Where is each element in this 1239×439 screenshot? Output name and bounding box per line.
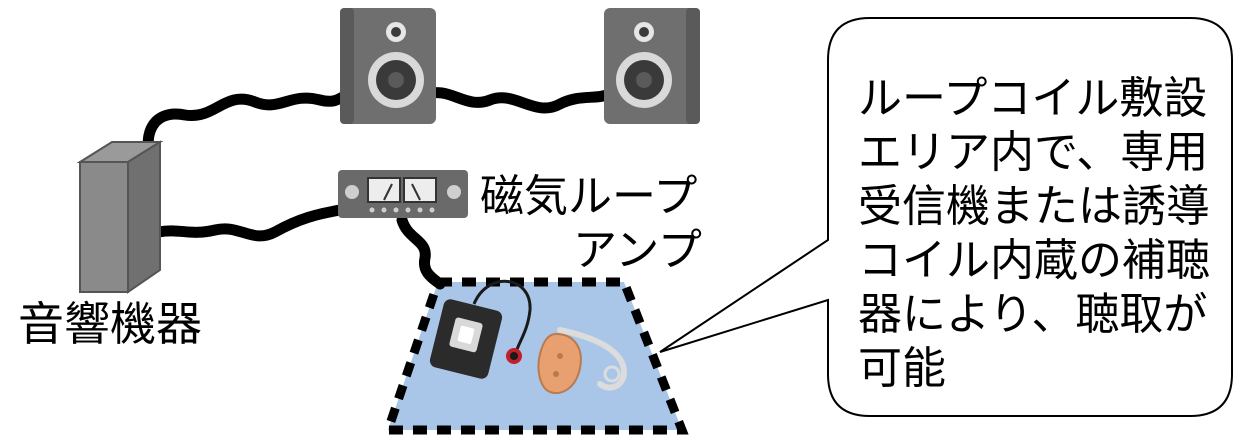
cable-amp-to-loop xyxy=(396,214,446,290)
speaker-icon xyxy=(604,8,700,124)
audio-source-label: 音響機器 xyxy=(18,297,202,351)
earphone-icon xyxy=(472,279,532,364)
callout-line: コイル内蔵の補聴 xyxy=(858,235,1210,286)
cable-source-to-amp xyxy=(152,204,346,242)
callout-line: 受信機または誘導 xyxy=(858,181,1210,232)
callout-bubble xyxy=(659,17,1233,417)
receiver-icon xyxy=(429,299,503,379)
amplifier-icon xyxy=(338,170,468,218)
amplifier-label-line1: 磁気ループ xyxy=(480,171,698,222)
callout-line: 器により、聴取が xyxy=(858,289,1208,340)
speaker-icon xyxy=(340,8,436,124)
cable-speaker-to-speaker xyxy=(418,87,616,114)
callout-line: ループコイル敷設 xyxy=(858,73,1208,124)
hearing-aid-icon xyxy=(537,327,628,394)
amplifier-label-line2: アンプ xyxy=(573,225,702,276)
callout-line: エリア内で、専用 xyxy=(858,127,1209,178)
callout-text: ループコイル敷設 エリア内で、専用 受信機または誘導 コイル内蔵の補聴 器により… xyxy=(858,72,1210,396)
callout-line: 可能 xyxy=(858,343,946,394)
cables xyxy=(142,87,616,290)
cable-source-to-speaker xyxy=(142,88,354,174)
audio-device-icon xyxy=(76,140,164,294)
